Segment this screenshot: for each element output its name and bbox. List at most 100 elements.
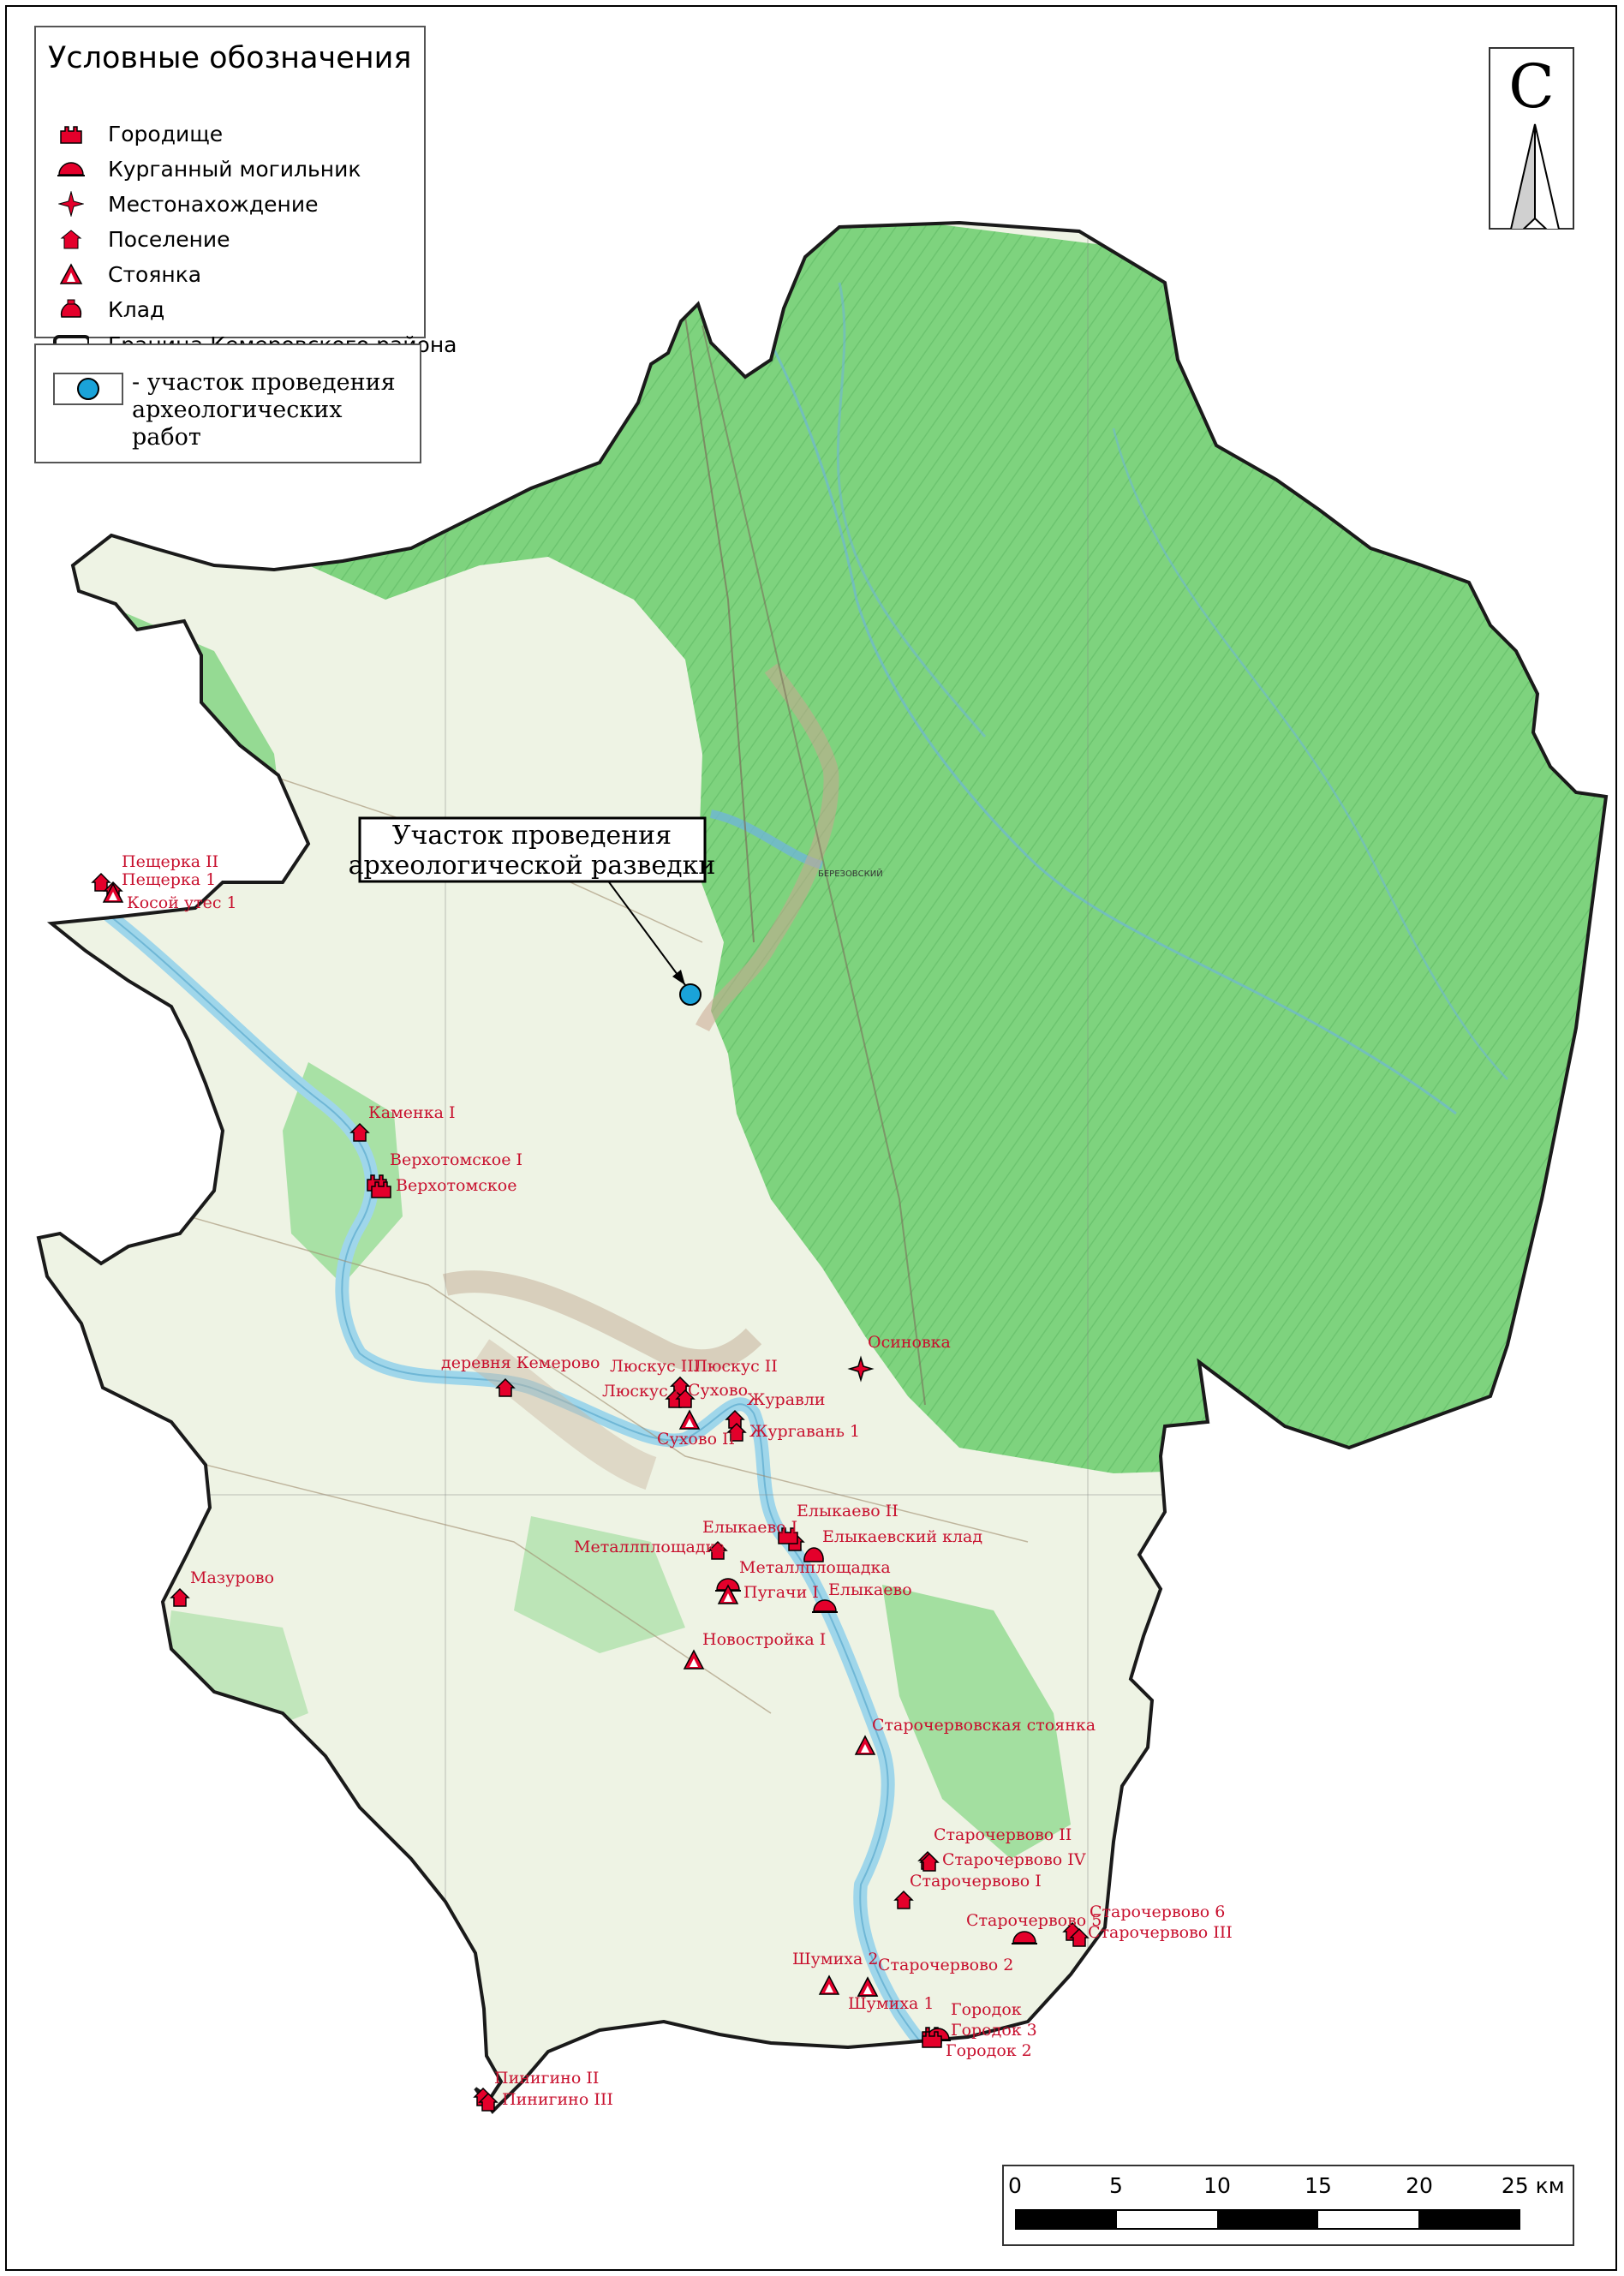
north-arrow-icon: [1510, 123, 1560, 229]
site-label: Елыкаевский клад: [822, 1527, 982, 1546]
site-label: Новостройка I: [702, 1630, 826, 1649]
legend-title: Условные обозначения: [48, 41, 412, 75]
town-label-berezovsky: БЕРЕЗОВСКИЙ: [818, 868, 883, 879]
site-label: Старочервово 6: [1090, 1903, 1225, 1921]
settlement-icon[interactable]: [170, 1587, 190, 1607]
legend-item-label: Клад: [108, 296, 165, 322]
scale-segment: [1117, 2211, 1218, 2228]
site-label: Сухово: [688, 1381, 748, 1400]
excavation-area-icon: [77, 378, 99, 400]
site-label: Елыкаево: [828, 1580, 912, 1599]
fortified-settlement-icon: [53, 117, 89, 150]
burial-mound-icon[interactable]: [1012, 1931, 1037, 1944]
site-label: Осиновка: [868, 1333, 951, 1352]
legend-item-label: Курганный могильник: [108, 156, 361, 182]
callout-box: [358, 816, 707, 883]
settlement-icon[interactable]: [725, 1409, 745, 1429]
legend-item-fortified: Городище: [53, 117, 223, 150]
camp-site-icon[interactable]: [857, 1976, 879, 1997]
site-label: Верхотомское I: [390, 1150, 522, 1169]
site-label: Жургавань 1: [749, 1422, 860, 1441]
north-letter: С: [1508, 51, 1555, 122]
settlement-icon: [53, 223, 89, 255]
legend-item-camp: Стоянка: [53, 258, 201, 290]
scale-segment: [1317, 2211, 1418, 2228]
site-label: Каменка I: [368, 1103, 455, 1122]
camp-site-icon[interactable]: [854, 1735, 876, 1755]
scale-segment: [1017, 2211, 1118, 2228]
site-label: деревня Кемерово: [441, 1353, 600, 1372]
fortified-settlement-icon[interactable]: [922, 2031, 942, 2048]
settlement-icon[interactable]: [726, 1422, 747, 1442]
fortified-settlement-icon[interactable]: [371, 1181, 391, 1198]
scale-segment: [1217, 2211, 1318, 2228]
fortified-settlement-icon[interactable]: [778, 1527, 798, 1544]
legend-item-label: Стоянка: [108, 261, 202, 287]
site-label: Пинигино II: [494, 2069, 599, 2088]
scale-tick-label: 25 км: [1501, 2173, 1565, 2198]
legend-item-label: Городище: [108, 121, 224, 146]
find-spot-icon: [53, 188, 89, 220]
settlement-icon[interactable]: [708, 1540, 728, 1560]
site-label: Шумиха 2: [792, 1950, 878, 1968]
scale-tick-label: 0: [1008, 2173, 1022, 2198]
legend-item-mound: Курганный могильник: [53, 152, 361, 185]
site-label: Старочервово I: [910, 1872, 1042, 1891]
site-label: Сухово II: [657, 1430, 735, 1449]
site-label: Старочервово II: [934, 1825, 1072, 1844]
site-label: Старочервово IV: [942, 1850, 1086, 1869]
callout-line-1: Участок проведения: [392, 821, 672, 851]
site-label: Шумиха 1: [848, 1994, 934, 2013]
callout-arrowhead: [672, 970, 685, 985]
settlement-icon[interactable]: [919, 1852, 940, 1872]
callout-leader: [599, 869, 686, 986]
site-label: Металлплощадка: [739, 1558, 891, 1577]
legend: Условные обозначения Городище Курганный …: [34, 26, 457, 357]
site-label: Городок: [951, 2000, 1022, 2019]
settlement-icon[interactable]: [91, 872, 111, 892]
legend-item-label: Поселение: [108, 226, 230, 252]
scale-tick-label: 20: [1406, 2173, 1433, 2198]
scale-bar-graphic: [1015, 2209, 1520, 2230]
legend-item-settlement: Поселение: [53, 223, 230, 255]
callout-line-2: археологической разведки: [349, 851, 716, 881]
find-spot-icon[interactable]: [847, 1355, 875, 1383]
area-legend: - участок проведения археологических раб…: [34, 343, 421, 463]
settlement-icon[interactable]: [349, 1122, 370, 1142]
settlement-icon[interactable]: [893, 1890, 914, 1909]
camp-site-icon: [53, 258, 89, 290]
burial-mound-icon: [53, 152, 89, 185]
camp-site-icon[interactable]: [678, 1409, 701, 1430]
site-label: Мазурово: [190, 1568, 274, 1587]
hoard-icon[interactable]: [803, 1547, 824, 1562]
sites-layer: [91, 872, 1090, 2112]
burial-mound-icon[interactable]: [812, 1599, 838, 1613]
camp-site-icon[interactable]: [818, 1974, 840, 1995]
site-label: Елыкаево II: [797, 1502, 899, 1520]
site-label: Старочервовская стоянка: [872, 1716, 1096, 1735]
site-label: Пинигино III: [502, 2090, 613, 2109]
site-label: Старочервово 5: [966, 1911, 1102, 1930]
settlement-icon[interactable]: [1069, 1927, 1090, 1947]
camp-site-icon[interactable]: [102, 882, 124, 903]
settlement-icon[interactable]: [495, 1377, 516, 1397]
area-legend-text: - участок проведения археологических раб…: [132, 369, 396, 451]
site-label: Старочервово 2: [878, 1956, 1013, 1974]
site-label: Люскус I: [602, 1382, 679, 1401]
site-label: Городок 2: [946, 2041, 1032, 2060]
scale-tick-label: 15: [1305, 2173, 1332, 2198]
settlement-icon[interactable]: [478, 2092, 499, 2112]
legend-item-label: Местонахождение: [108, 191, 319, 217]
map-frame: [5, 5, 1617, 2271]
settlement-icon[interactable]: [675, 1389, 696, 1408]
excavation-area-marker[interactable]: [679, 983, 702, 1006]
camp-site-icon[interactable]: [683, 1649, 705, 1670]
north-arrow: С: [1489, 47, 1574, 230]
site-label: Верхотомское: [396, 1176, 516, 1195]
site-label: Люскус III: [610, 1357, 700, 1376]
camp-site-icon[interactable]: [717, 1584, 739, 1604]
area-legend-swatch: [53, 373, 123, 405]
